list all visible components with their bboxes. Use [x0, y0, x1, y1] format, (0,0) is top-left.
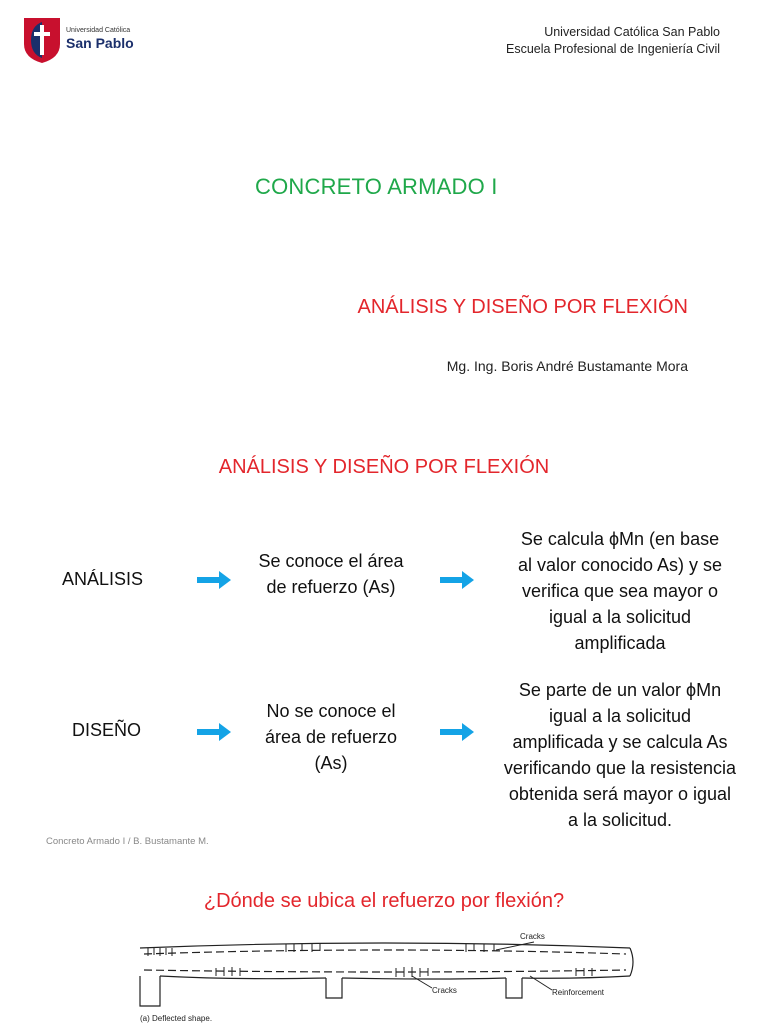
cracks-bottom-label: Cracks: [432, 986, 457, 995]
course-title: CONCRETO ARMADO I: [255, 174, 498, 199]
logo-line2: San Pablo: [66, 35, 134, 51]
row-middle-analysis: Se conoce el área de refuerzo (As): [236, 548, 426, 600]
school-name: Escuela Profesional de Ingeniería Civil: [505, 42, 720, 56]
row-right-analysis: Se calcula ϕMn (en base al valor conocid…: [484, 526, 756, 656]
row-right-design: Se parte de un valor ϕMn igual a la soli…: [480, 677, 760, 833]
reinforcement-location-slide: ¿Dónde se ubica el refuerzo por flexión?: [0, 860, 768, 1024]
reinforcement-label: Reinforcement: [552, 988, 605, 997]
row-label-design: DISEÑO: [72, 720, 142, 740]
institution-name: Universidad Católica San Pablo: [544, 25, 720, 39]
arrow-right-icon: [197, 723, 231, 741]
text-line: amplificada y se calcula As: [512, 732, 728, 752]
logo-line1: Universidad Católica: [66, 27, 131, 34]
slide-title: ¿Dónde se ubica el refuerzo por flexión?: [203, 890, 565, 912]
cracks-top-label: Cracks: [520, 932, 545, 941]
slide-title: ANÁLISIS Y DISEÑO POR FLEXIÓN: [218, 456, 550, 478]
analysis-design-slide: ANÁLISIS Y DISEÑO POR FLEXIÓN ANÁLISIS S…: [0, 430, 768, 860]
text-line: obtenida será mayor o igual: [508, 784, 732, 804]
text-line: verificando que la resistencia: [503, 758, 737, 778]
text-line: de refuerzo (As): [266, 577, 396, 597]
slide-subtitle: ANÁLISIS Y DISEÑO POR FLEXIÓN: [357, 296, 688, 318]
text-line: a la solicitud.: [567, 810, 673, 830]
slide-footer: Concreto Armado I / B. Bustamante M.: [46, 836, 209, 847]
text-line: (As): [314, 753, 348, 773]
arrow-right-icon: [197, 571, 231, 589]
title-slide: Universidad Católica San Pablo Universid…: [0, 0, 768, 430]
text-line: al valor conocido As) y se: [517, 555, 723, 575]
figure-caption: (a) Deflected shape.: [140, 1014, 213, 1023]
text-line: No se conoce el: [266, 701, 396, 721]
row-label-analysis: ANÁLISIS: [62, 569, 144, 589]
row-middle-design: No se conoce el área de refuerzo (As): [236, 698, 426, 776]
institution-header: Universidad Católica San Pablo Escuela P…: [506, 24, 720, 58]
text-line: Se calcula ϕMn (en base: [520, 529, 720, 549]
text-line: igual a la solicitud: [548, 607, 692, 627]
text-line: igual a la solicitud: [548, 706, 692, 726]
university-logo: Universidad Católica San Pablo: [22, 16, 144, 68]
deflected-beam-figure: [139, 941, 634, 1007]
text-line: Se conoce el área: [258, 551, 404, 571]
text-line: área de refuerzo: [264, 727, 398, 747]
text-line: verifica que sea mayor o: [521, 581, 719, 601]
text-line: Se parte de un valor ϕMn: [518, 680, 722, 700]
arrow-right-icon: [440, 723, 474, 741]
arrow-right-icon: [440, 571, 474, 589]
author-name: Mg. Ing. Boris André Bustamante Mora: [446, 358, 688, 374]
text-line: amplificada: [574, 633, 666, 653]
university-shield-icon: [24, 18, 60, 63]
